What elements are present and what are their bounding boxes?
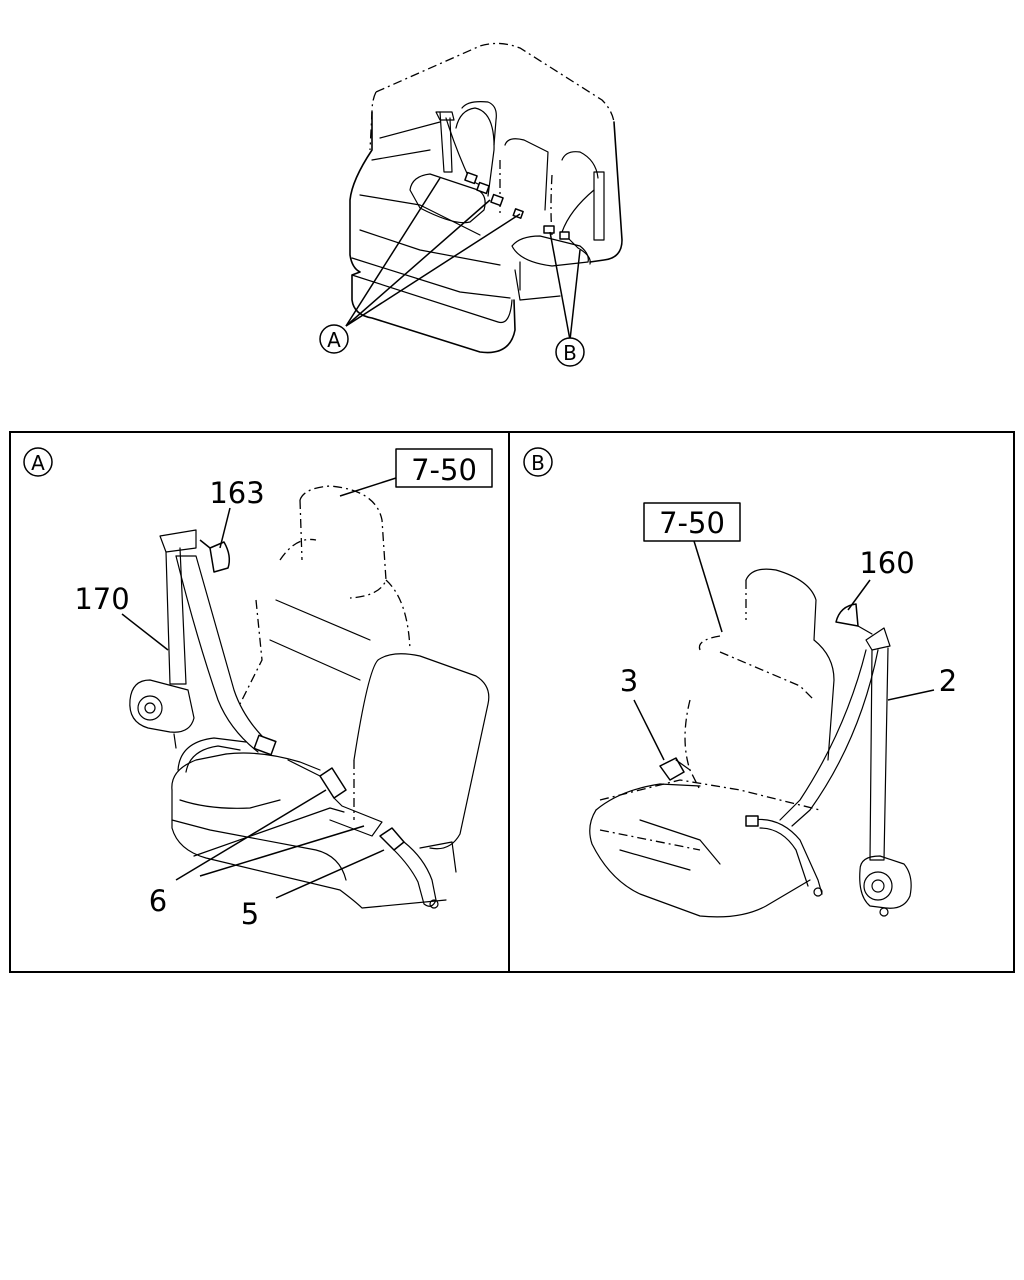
detail-panels-frame <box>9 431 1015 973</box>
panel-b-ref-text: 7-50 <box>659 506 725 540</box>
panel-a-marker: A <box>31 451 45 475</box>
label-160: 160 <box>859 546 914 580</box>
panel-a: A 7-50 <box>23 447 493 931</box>
panel-b-ref-box <box>643 502 741 542</box>
label-6: 6 <box>149 884 167 918</box>
panel-b: B 7-50 <box>523 447 957 918</box>
callout-b-label: B <box>563 341 577 365</box>
label-3: 3 <box>620 664 638 698</box>
callout-a-label: A <box>327 328 341 352</box>
panel-a-ref-text: 7-50 <box>411 453 477 487</box>
cab-overview: A B <box>319 42 623 367</box>
panel-b-marker: B <box>531 451 545 475</box>
callout-a-circle <box>319 324 349 354</box>
label-2: 2 <box>939 664 957 698</box>
panel-a-marker-circle <box>23 447 53 477</box>
panel-b-marker-circle <box>523 447 553 477</box>
label-170: 170 <box>74 582 129 616</box>
panel-a-ref-box <box>395 448 493 488</box>
label-163: 163 <box>209 476 264 510</box>
callout-b-circle <box>555 337 585 367</box>
label-5: 5 <box>241 897 259 931</box>
